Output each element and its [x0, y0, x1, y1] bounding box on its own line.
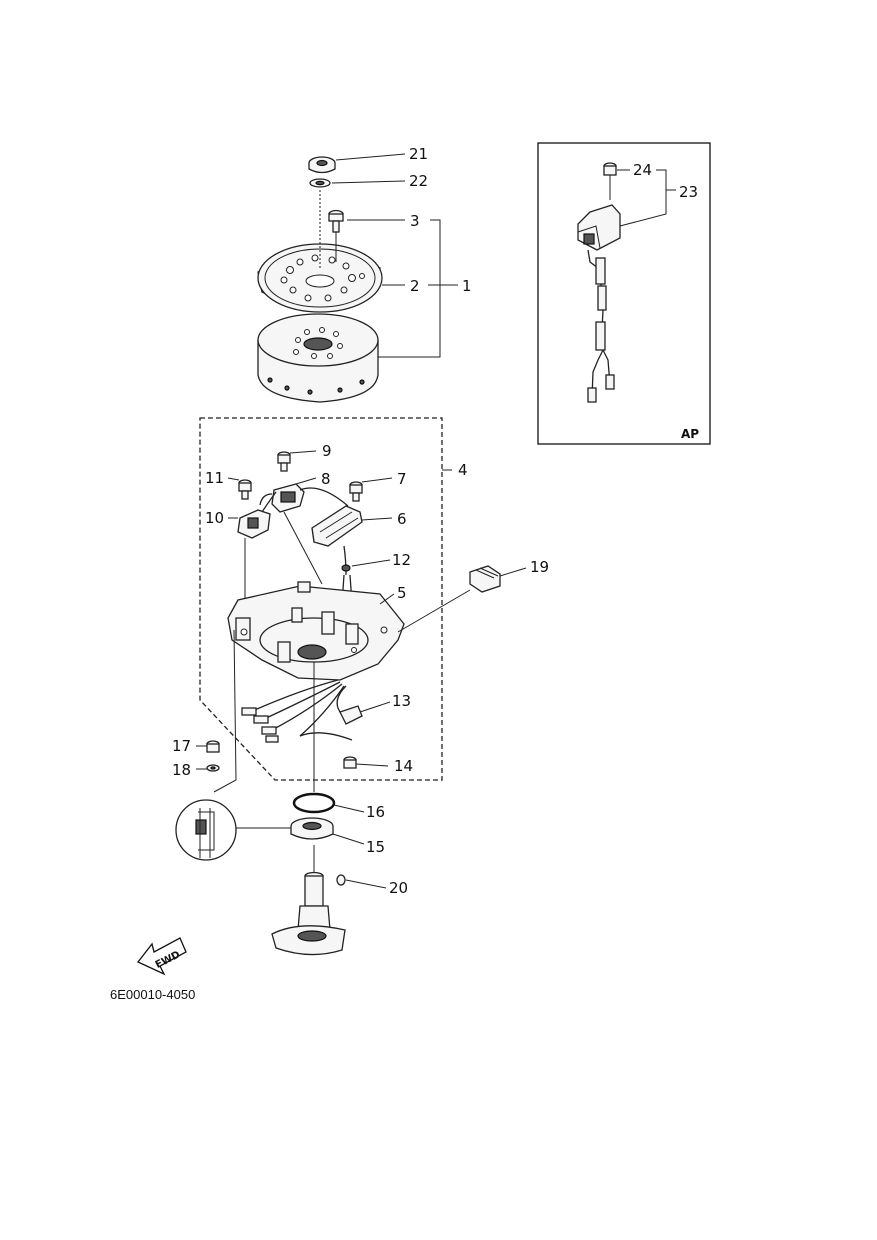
clamp-part-13 — [339, 705, 363, 725]
callout-16: 16 — [366, 803, 385, 821]
ap-inset-box — [537, 142, 711, 445]
callout-19: 19 — [530, 558, 549, 576]
lighting-coil-part-6 — [311, 505, 363, 576]
callout-5: 5 — [397, 584, 407, 602]
screw-part-17 — [206, 740, 220, 753]
callout-3: 3 — [410, 212, 420, 230]
pulser-coil-part-10 — [237, 491, 277, 539]
callout-17: 17 — [172, 737, 191, 755]
stator-assembly-box-4 — [199, 417, 443, 781]
callout-14: 14 — [394, 757, 413, 775]
screw-part-14 — [343, 756, 357, 769]
callout-15: 15 — [366, 838, 385, 856]
callout-9: 9 — [322, 442, 332, 460]
callout-11: 11 — [205, 469, 224, 487]
flywheel-magneto-body — [257, 313, 379, 403]
seal-detail-circle — [175, 799, 237, 861]
callout-4: 4 — [458, 461, 468, 479]
screw-part-7 — [349, 481, 363, 502]
callout-24: 24 — [633, 161, 652, 179]
fwd-direction-arrow-icon: FWD — [136, 937, 187, 976]
woodruff-key-part-20 — [336, 874, 346, 886]
callout-20: 20 — [389, 879, 408, 897]
bolt-part-3 — [328, 209, 344, 233]
crankshaft — [271, 845, 346, 956]
inset-tag-ap: AP — [681, 427, 699, 441]
callout-18: 18 — [172, 761, 191, 779]
screw-part-11 — [238, 479, 252, 500]
wiring-harness — [241, 679, 353, 743]
callout-6: 6 — [397, 510, 407, 528]
stator-base-plate-part-5 — [227, 581, 405, 681]
callout-23: 23 — [679, 183, 698, 201]
nut-part-21 — [308, 156, 336, 174]
callout-12: 12 — [392, 551, 411, 569]
callout-10: 10 — [205, 509, 224, 527]
washer-part-22 — [309, 178, 331, 188]
callout-21: 21 — [409, 145, 428, 163]
oil-seal-part-15 — [290, 817, 334, 840]
screw-part-9 — [277, 451, 291, 472]
callout-22: 22 — [409, 172, 428, 190]
washer-part-18 — [206, 764, 220, 772]
callout-1: 1 — [462, 277, 472, 295]
callout-13: 13 — [392, 692, 411, 710]
charge-coil-part-8 — [259, 483, 349, 513]
callout-7: 7 — [397, 470, 407, 488]
callout-2: 2 — [410, 277, 420, 295]
drawing-code: 6E00010-4050 — [110, 987, 195, 1002]
rectifier-part-19 — [469, 565, 501, 593]
o-ring-part-16 — [292, 792, 336, 814]
flywheel-rotor-part-2 — [257, 243, 383, 313]
callout-8: 8 — [321, 470, 331, 488]
